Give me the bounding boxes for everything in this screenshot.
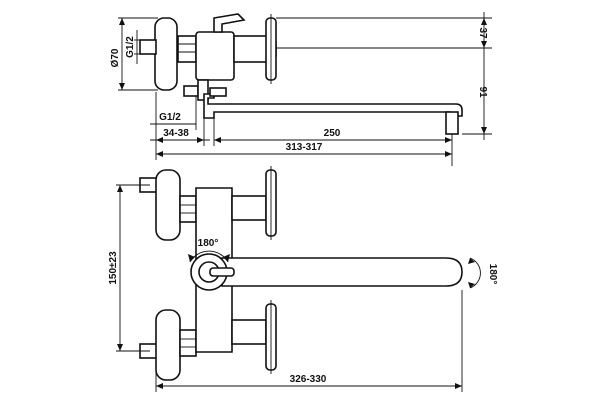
valve-block bbox=[233, 35, 269, 63]
dim-overall-length: 326-330 bbox=[290, 374, 327, 385]
upper-flange bbox=[155, 169, 181, 241]
dim-spout-reach: 250 bbox=[324, 128, 341, 139]
upper-valve-block bbox=[231, 195, 267, 221]
inlet-pipe bbox=[139, 39, 157, 55]
spout-outlet bbox=[445, 111, 459, 135]
dim-diameter: Ø70 bbox=[110, 48, 121, 67]
mixer-body bbox=[195, 31, 235, 81]
swivel-spout bbox=[221, 257, 463, 287]
spout bbox=[203, 93, 463, 119]
upper-nut bbox=[179, 195, 197, 223]
spout-ring bbox=[209, 87, 227, 97]
dim-height-91: 91 bbox=[477, 86, 488, 98]
diverter-lever bbox=[209, 267, 235, 277]
diverter-knob bbox=[183, 85, 199, 97]
dim-height-37: 37 bbox=[477, 27, 488, 39]
lower-valve-block bbox=[231, 319, 267, 345]
side-elevation: Ø70 G1/2 G1/2 34-38 250 313-317 bbox=[110, 12, 492, 166]
lever-handle bbox=[213, 13, 246, 33]
rot-spout-label: 180° bbox=[487, 264, 498, 285]
lower-nut bbox=[179, 329, 197, 357]
dim-offset: 34-38 bbox=[163, 128, 189, 139]
wall-flange bbox=[154, 17, 178, 91]
rot-lever-label: 180° bbox=[198, 238, 219, 249]
lower-flange bbox=[155, 309, 181, 381]
eccentric-nut bbox=[177, 35, 197, 63]
dim-total-reach: 313-317 bbox=[286, 142, 323, 153]
dim-thread-outlet: G1/2 bbox=[159, 112, 181, 123]
dim-thread-inlet: G1/2 bbox=[125, 36, 136, 58]
front-elevation: 180° 180° 150±23 326-330 bbox=[108, 166, 498, 392]
rotation-arc-spout bbox=[469, 257, 481, 289]
dim-inlet-spacing: 150±23 bbox=[108, 251, 119, 285]
